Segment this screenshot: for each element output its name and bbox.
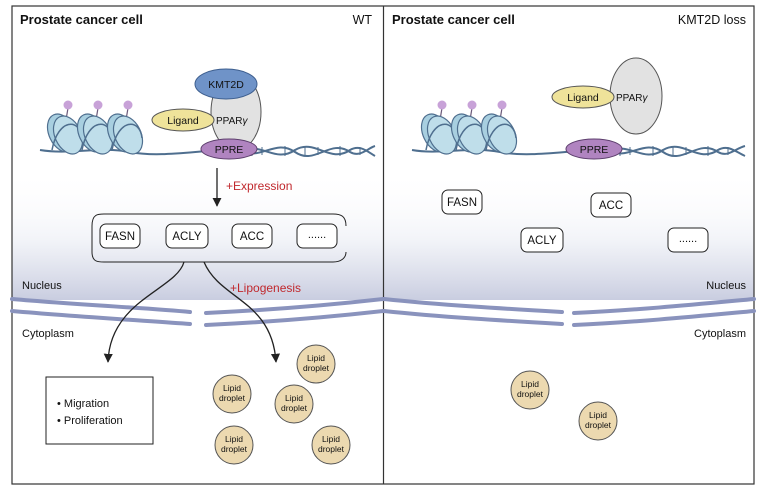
svg-text:droplet: droplet — [303, 363, 330, 373]
right-panel: Prostate cancer cell KMT2D loss — [382, 12, 756, 441]
left-ppre-shape — [200, 138, 258, 160]
histone-mark-icon — [467, 100, 477, 110]
right-ppre-shape — [565, 138, 623, 160]
right-nucleosome-1 — [420, 100, 458, 155]
left-condition-label: WT — [353, 13, 373, 27]
left-gene-acc-box — [231, 223, 273, 249]
outcome-box — [45, 376, 154, 445]
svg-text:Lipid: Lipid — [307, 353, 325, 363]
svg-text:Lipid: Lipid — [225, 434, 243, 444]
svg-text:droplet: droplet — [585, 420, 612, 430]
left-lipid-droplet: Lipid droplet — [214, 425, 254, 465]
left-nucleosome-1 — [46, 100, 84, 155]
svg-text:Lipid: Lipid — [322, 434, 340, 444]
right-lipid-droplet: Lipid droplet — [510, 370, 550, 410]
right-panel-title: Prostate cancer cell — [392, 12, 515, 27]
right-gene-acly-box — [520, 227, 564, 253]
left-lipid-droplet: Lipid droplet — [296, 344, 336, 384]
left-panel-title: Prostate cancer cell — [20, 12, 143, 27]
left-gene-fasn-box — [99, 223, 141, 249]
right-cytoplasm-label: Cytoplasm — [694, 328, 746, 340]
lipogenesis-arrow — [203, 261, 281, 363]
right-ligand-label: Ligand — [567, 92, 599, 104]
right-gene-acc-label: ACC — [599, 200, 623, 212]
histone-mark-icon — [123, 100, 133, 110]
outcome-item-2: • Proliferation — [57, 415, 123, 427]
lipogenesis-label: +Lipogenesis — [230, 281, 301, 295]
expression-label: +Expression — [226, 179, 292, 193]
left-gene-acly-label: ACLY — [172, 231, 202, 243]
left-ligand-label: Ligand — [167, 115, 199, 127]
right-lipid-droplet: Lipid droplet — [578, 401, 618, 441]
left-gene-fasn-label: FASN — [105, 231, 135, 243]
right-gene-fasn-label: FASN — [447, 197, 477, 209]
right-gene-fasn-box — [441, 189, 483, 215]
right-nucleosome-3 — [480, 100, 518, 155]
right-gene-more-label: ...... — [679, 233, 697, 245]
right-ppre-label: PPRE — [580, 144, 609, 156]
right-gene-acly-label: ACLY — [527, 235, 557, 247]
left-ligand-shape — [151, 108, 215, 132]
right-nuclear-membrane — [382, 297, 756, 327]
left-gene-acc-label: ACC — [240, 231, 264, 243]
right-condition-label: KMT2D loss — [678, 13, 746, 27]
outcome-item-1: • Migration — [57, 398, 109, 410]
left-lipid-droplet: Lipid droplet — [212, 374, 252, 414]
outcome-arrow — [103, 261, 185, 363]
left-nuclear-membrane — [10, 297, 385, 327]
right-nucleus-label: Nucleus — [706, 280, 746, 292]
svg-text:droplet: droplet — [517, 389, 544, 399]
left-lipid-droplet: Lipid droplet — [274, 384, 314, 424]
left-nucleus-label: Nucleus — [22, 280, 62, 292]
svg-text:Lipid: Lipid — [223, 383, 241, 393]
svg-text:droplet: droplet — [318, 444, 345, 454]
svg-text:droplet: droplet — [221, 444, 248, 454]
histone-mark-icon — [497, 100, 507, 110]
left-nucleosome-3 — [106, 100, 144, 155]
svg-text:Lipid: Lipid — [521, 379, 539, 389]
right-gene-more-box — [667, 227, 709, 253]
left-cytoplasm-label: Cytoplasm — [22, 328, 74, 340]
gene-bracket — [91, 213, 347, 263]
svg-text:Lipid: Lipid — [589, 410, 607, 420]
histone-mark-icon — [93, 100, 103, 110]
svg-text:droplet: droplet — [281, 403, 308, 413]
svg-text:droplet: droplet — [219, 393, 246, 403]
left-lipid-droplet: Lipid droplet — [311, 425, 351, 465]
left-kmt2d-shape — [194, 68, 258, 100]
left-ppar-label: PPARγ — [216, 116, 249, 127]
left-gene-more-label: ...... — [308, 229, 326, 241]
right-ligand-shape — [551, 85, 615, 109]
right-gene-acc-box — [590, 192, 632, 218]
left-gene-acly-box — [165, 223, 209, 249]
histone-mark-icon — [437, 100, 447, 110]
left-gene-more-box — [296, 223, 338, 249]
left-ppre-label: PPRE — [215, 144, 244, 156]
histone-mark-icon — [63, 100, 73, 110]
svg-text:Lipid: Lipid — [285, 393, 303, 403]
right-ppar-label: PPARγ — [616, 93, 649, 104]
left-kmt2d-label: KMT2D — [208, 79, 244, 91]
left-panel: Prostate cancer cell WT — [10, 12, 385, 465]
